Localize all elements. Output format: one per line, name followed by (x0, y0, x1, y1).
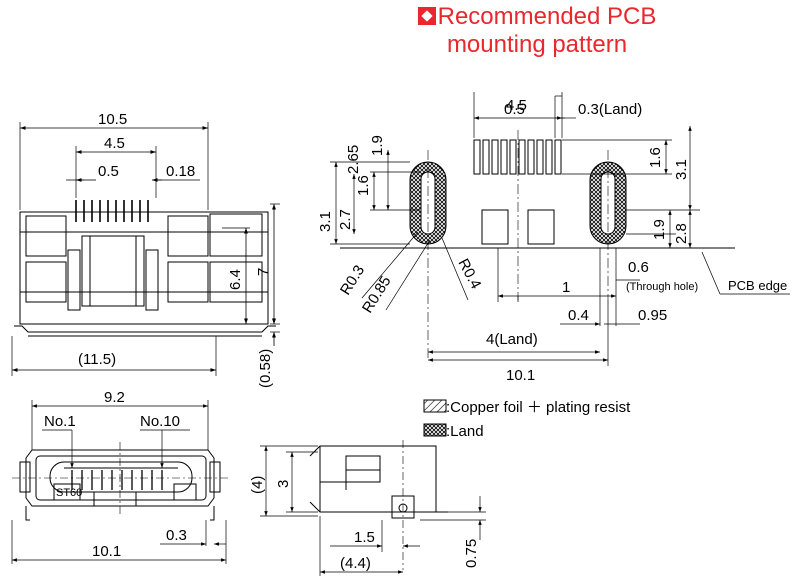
bottom-overall-label: 10.1 (92, 543, 121, 560)
pattern-title-text: Recommended PCB (437, 3, 657, 30)
front-width-label: 10.5 (98, 111, 127, 128)
pattern-title-line1: Recommended PCB (372, 4, 702, 30)
legend-crosshatch-swatch (423, 423, 447, 437)
hole-size-label: 0.6 (628, 259, 649, 276)
pin-1-label: No.1 (44, 413, 76, 430)
pcb-edge-label: PCB edge (728, 278, 787, 293)
pattern-dim-2-7: 2.7 (337, 209, 354, 230)
through-hole-note: (Through hole) (626, 281, 698, 293)
front-offset-label: (0.58) (257, 349, 274, 388)
front-pitch-label: 0.5 (98, 163, 119, 180)
pattern-dim-1-6b: 1.6 (647, 147, 664, 168)
pattern-dim-2-65: 2.65 (345, 145, 362, 174)
side-height-3-label: 3 (275, 480, 292, 488)
pattern-dim-2-8: 2.8 (673, 223, 690, 244)
side-view (260, 440, 486, 576)
legend-hatched-swatch (423, 399, 447, 413)
pattern-dim-0-4: 0.4 (568, 307, 589, 324)
front-height-label: 7 (255, 268, 272, 276)
pattern-dim-1: 1 (562, 279, 570, 296)
pattern-dim-0-95: 0.95 (638, 307, 667, 324)
side-dim-4-4: (4.4) (340, 555, 371, 572)
pin-10-label: No.10 (140, 413, 180, 430)
pattern-span-label: 4.5 (506, 97, 527, 114)
legend (423, 399, 447, 437)
pattern-dim-1-9a: 1.9 (369, 135, 386, 156)
bottom-width-label: 9.2 (104, 389, 125, 406)
bottom-dim-0-3: 0.3 (166, 527, 187, 544)
legend-copper-foil-label: :Copper foil ＋ plating resist (446, 399, 631, 416)
radius-0-85-label: R0.85 (359, 273, 395, 316)
pattern-dim-3-1a: 3.1 (317, 211, 334, 232)
pattern-pitch-label: 0.5 (504, 101, 525, 118)
front-pitch-span-label: 4.5 (104, 135, 125, 152)
front-overall-width-label: (11.5) (78, 351, 116, 368)
pattern-land-4-label: 4(Land) (486, 331, 538, 348)
legend-land-label: :Land (446, 423, 484, 440)
pcb-pattern-view (330, 92, 790, 366)
diamond-marker-icon (417, 7, 436, 25)
pattern-dim-1-6a: 1.6 (355, 175, 372, 196)
front-pin-width-label: 0.18 (166, 163, 195, 180)
side-dim-0-75: 0.75 (463, 539, 480, 568)
front-height-inner-label: 6.4 (227, 269, 244, 290)
pattern-dim-3-1b: 3.1 (673, 159, 690, 180)
pattern-dim-1-9b: 1.9 (651, 219, 668, 240)
side-dim-1-5: 1.5 (354, 529, 375, 546)
model-marking-label: ST60 (56, 487, 82, 499)
front-view (11, 122, 280, 376)
pattern-title-line2: mounting pattern (446, 31, 628, 58)
radius-0-3-label: R0.3 (337, 262, 368, 298)
radius-0-4-label: R0.4 (454, 256, 484, 292)
pattern-overall-label: 10.1 (506, 367, 535, 384)
side-height-4-label: (4) (249, 476, 266, 494)
bottom-view (11, 400, 228, 564)
pattern-land-width-label: 0.3(Land) (578, 101, 642, 118)
